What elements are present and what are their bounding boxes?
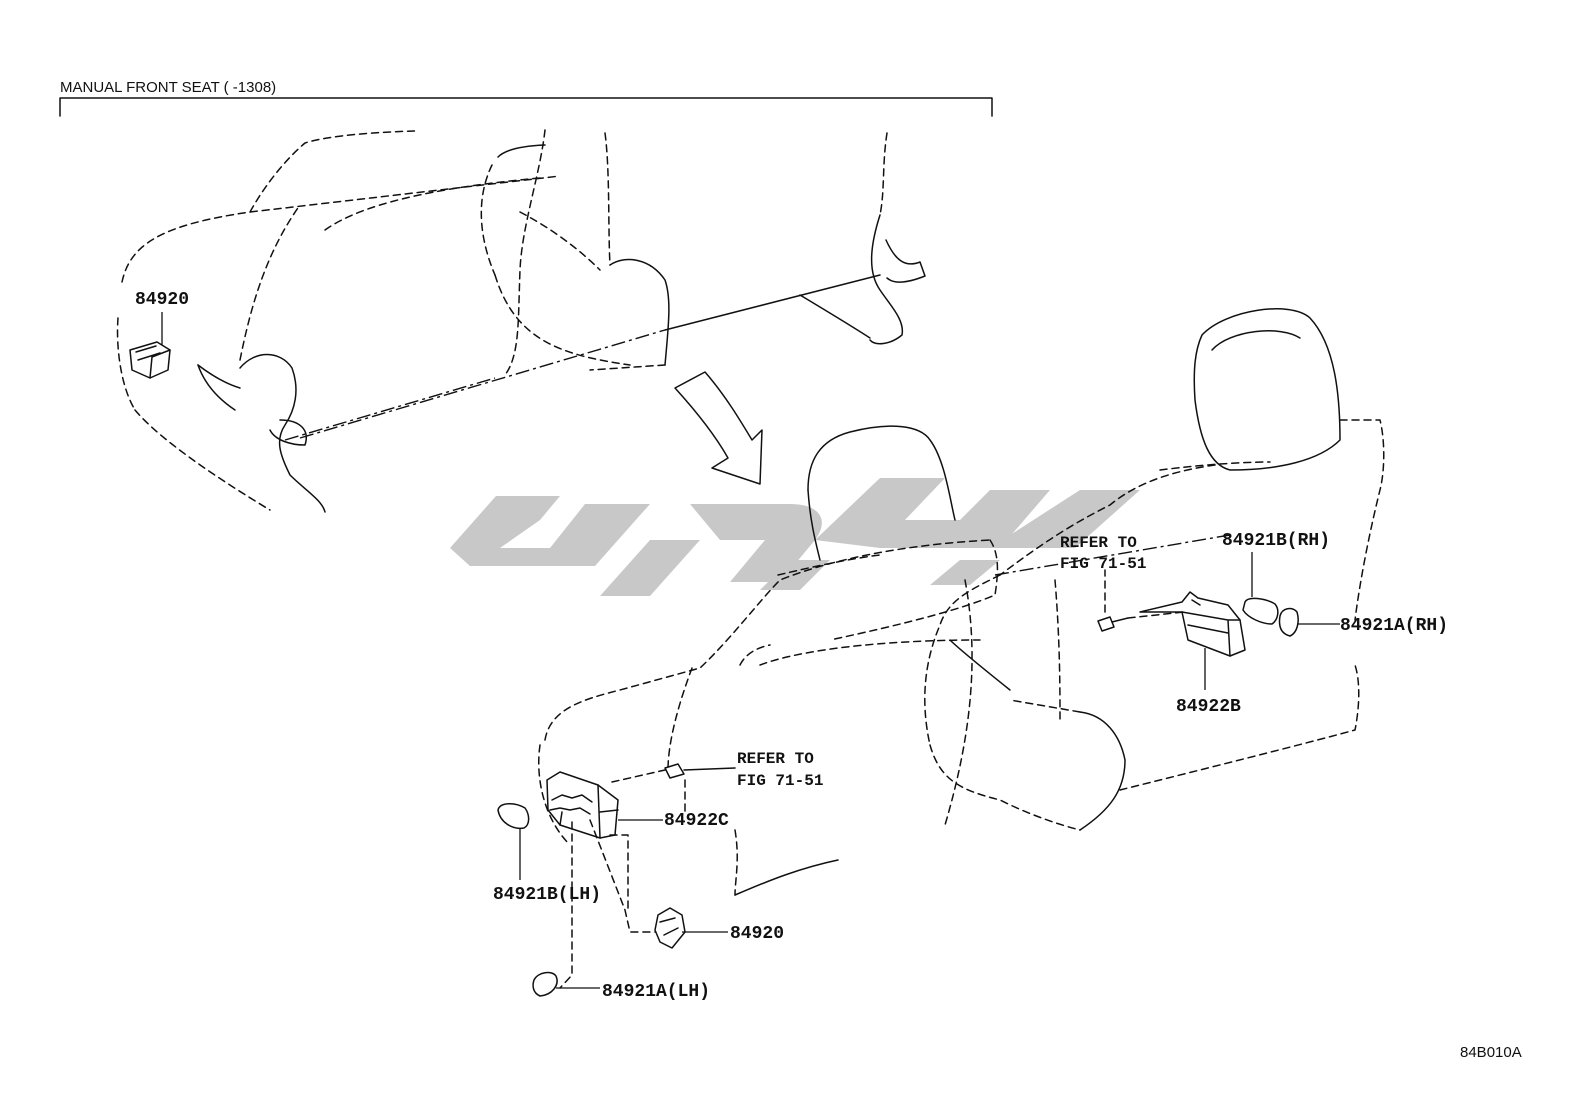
- lh-cover-label: 84921B(LH): [493, 885, 601, 905]
- lh-seat-outline: [538, 425, 999, 896]
- upper-switch-label: 84920: [135, 290, 189, 310]
- arrow-icon: [674, 371, 763, 485]
- lh-bracket-label: 84922C: [664, 811, 729, 831]
- upper-seat-outline: [116, 129, 926, 513]
- lh-switch-assembly: 84921B(LH) 84922C 84920 84921A(LH) REFER…: [493, 750, 823, 1002]
- rh-ref-line2: FIG 71-51: [1060, 555, 1146, 573]
- lower-switch-label: 84920: [730, 924, 784, 944]
- rh-bracket-label: 84922B: [1176, 697, 1241, 717]
- header-bracket: MANUAL FRONT SEAT ( -1308): [59, 79, 993, 117]
- rh-cover-label: 84921B(RH): [1222, 531, 1330, 551]
- lh-ref-line2: FIG 71-51: [737, 772, 823, 790]
- lh-ref-line1: REFER TO: [737, 750, 814, 768]
- diagram-title: MANUAL FRONT SEAT ( -1308): [60, 79, 276, 96]
- upper-switch-84920: 84920: [129, 290, 189, 379]
- rh-seat-outline: [924, 308, 1385, 831]
- rh-switch-assembly: 84921B(RH) 84921A(RH) 84922B REFER TO FI…: [1060, 531, 1448, 717]
- rh-ref-line1: REFER TO: [1060, 534, 1137, 552]
- rh-knob-label: 84921A(RH): [1340, 616, 1448, 636]
- figure-code: 84B010A: [1460, 1044, 1522, 1061]
- lh-knob-label: 84921A(LH): [602, 982, 710, 1002]
- watermark-logo: [450, 478, 1140, 596]
